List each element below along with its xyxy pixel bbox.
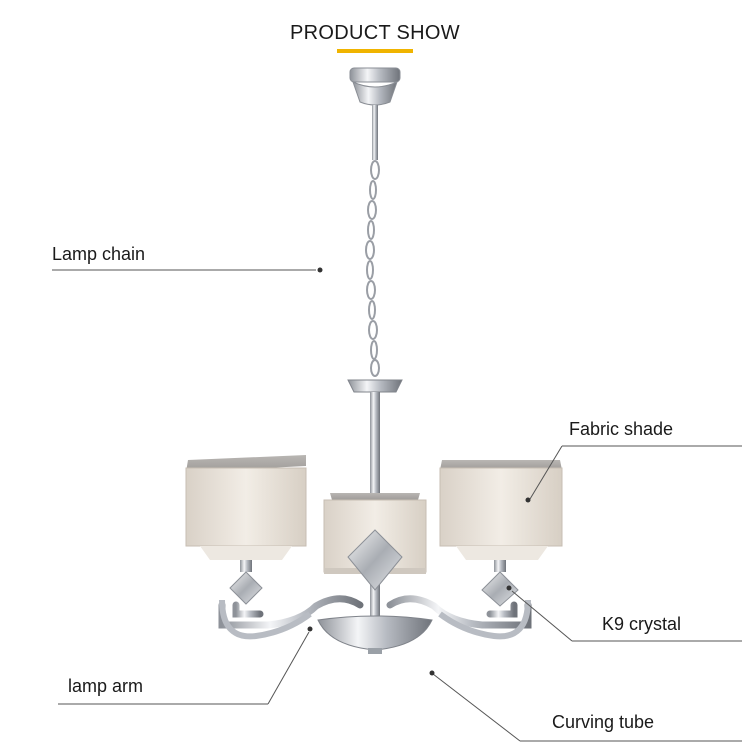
bottom-bowl bbox=[317, 615, 433, 651]
callout-lamp-chain: Lamp chain bbox=[52, 244, 146, 264]
left-crystal bbox=[229, 571, 263, 605]
callout-k9-crystal: K9 crystal bbox=[602, 614, 682, 634]
hanging-rod bbox=[372, 105, 378, 160]
title-accent-underline bbox=[337, 49, 413, 53]
center-crystal bbox=[347, 529, 403, 591]
left-shade bbox=[185, 455, 307, 560]
leader-lines bbox=[52, 269, 742, 742]
ceiling-canopy bbox=[349, 67, 401, 106]
page-title: PRODUCT SHOW bbox=[290, 22, 460, 44]
lamp-arms bbox=[218, 595, 532, 629]
lamp-chain-links bbox=[365, 160, 380, 377]
callout-fabric-shade: Fabric shade bbox=[569, 419, 674, 439]
leader-dots bbox=[307, 267, 531, 676]
right-crystal bbox=[481, 571, 519, 607]
callout-curving-tube: Curving tube bbox=[552, 712, 655, 732]
callout-lamp-arm: lamp arm bbox=[68, 676, 144, 696]
right-shade bbox=[439, 460, 563, 560]
